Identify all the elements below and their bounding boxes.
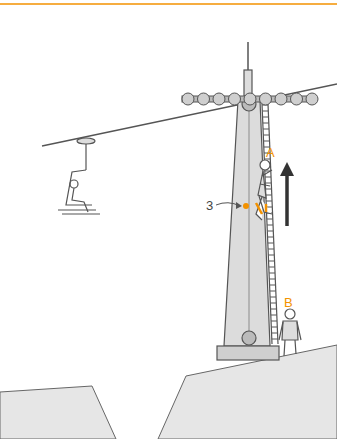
anchor-point bbox=[243, 203, 249, 209]
person bbox=[279, 309, 301, 356]
haul-cable bbox=[42, 84, 337, 146]
up-arrow bbox=[280, 162, 294, 176]
terrain-right bbox=[158, 345, 337, 439]
sheave-train bbox=[182, 93, 318, 105]
top-rule bbox=[0, 3, 337, 5]
person-label: A bbox=[266, 146, 275, 159]
terrain-left bbox=[0, 386, 116, 439]
chair bbox=[58, 138, 100, 214]
pylon bbox=[217, 42, 279, 360]
climber bbox=[256, 160, 272, 220]
person-label: B bbox=[284, 296, 293, 309]
callout-number: 3 bbox=[206, 199, 213, 212]
